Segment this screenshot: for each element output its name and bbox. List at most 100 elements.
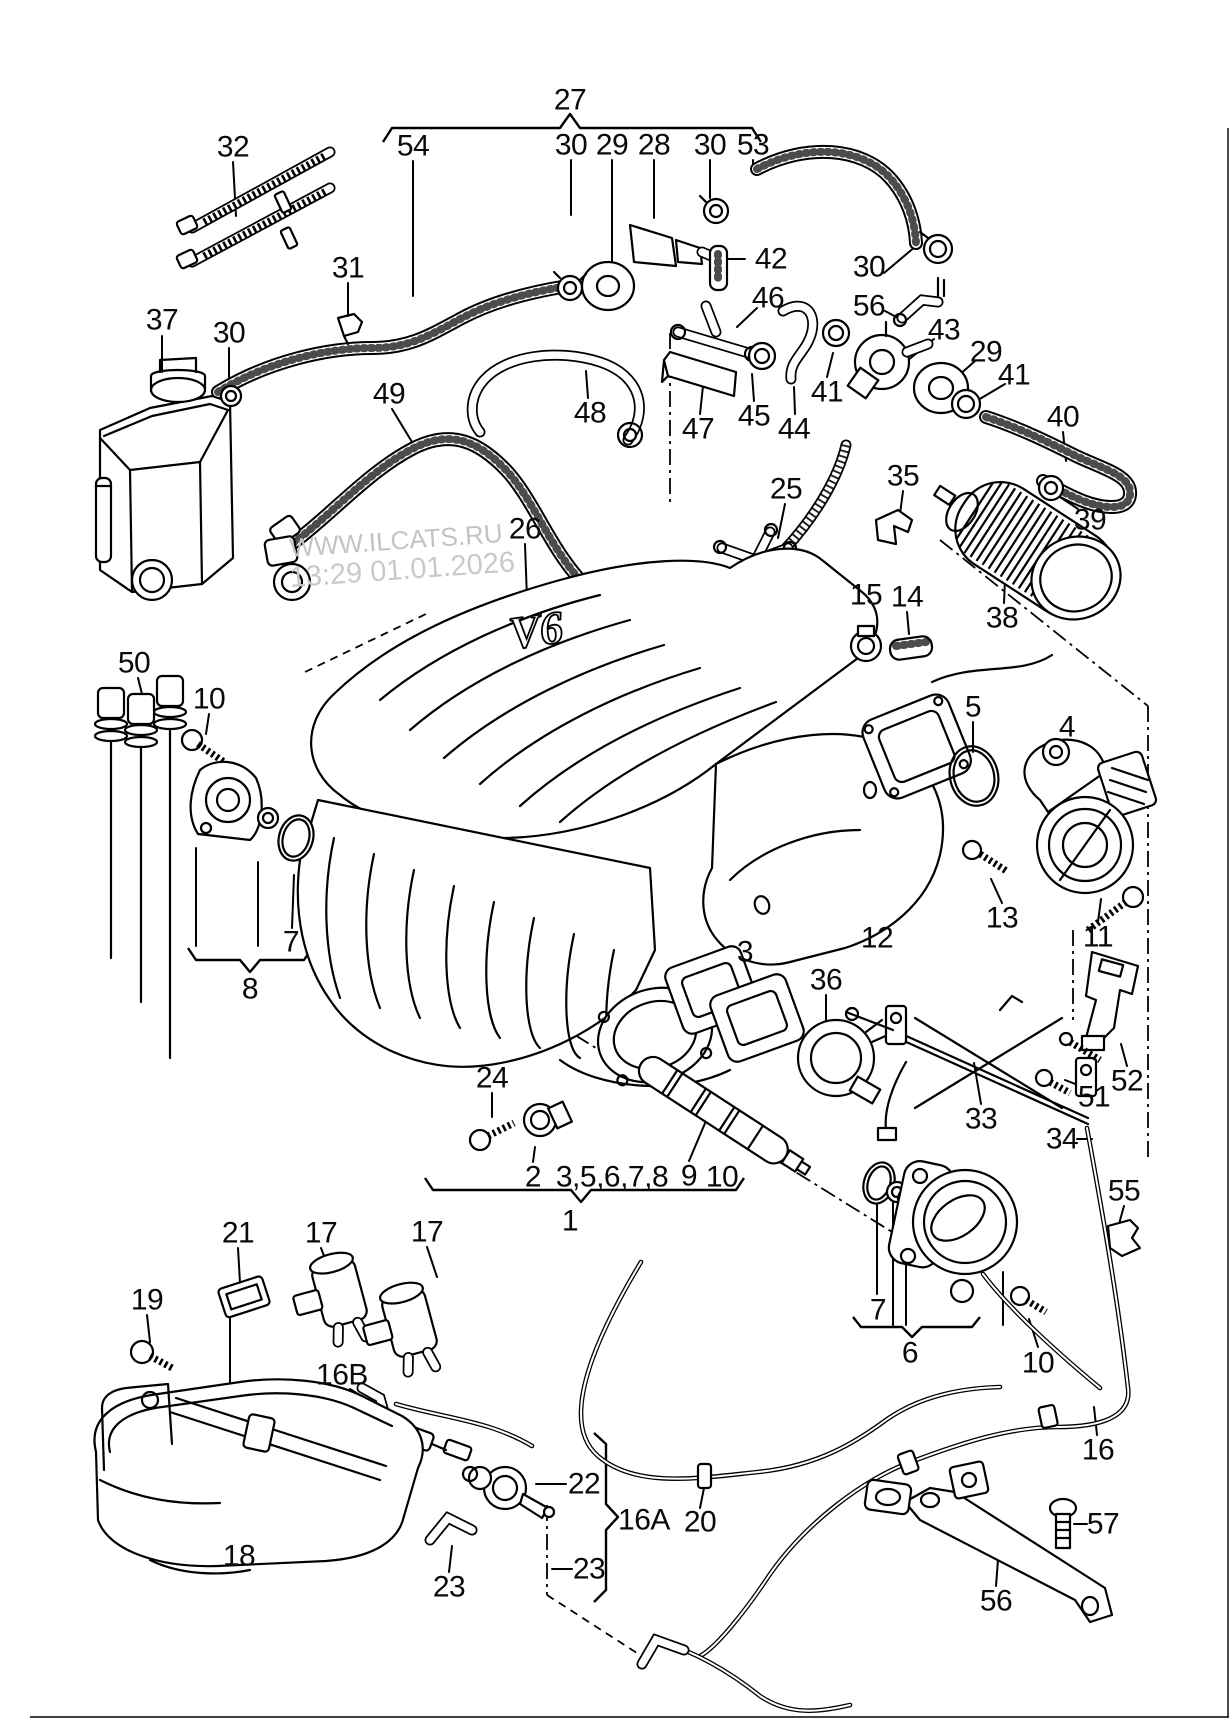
part-label-53: 53 [737, 129, 769, 162]
part-label-23: 23 [433, 1571, 465, 1604]
clamp-30-right [918, 230, 954, 265]
part-label-15: 15 [850, 579, 882, 612]
part-label-4: 4 [1059, 711, 1075, 744]
hose-tube-42 [708, 244, 729, 292]
part-label-25: 25 [770, 473, 802, 506]
part-label-48: 48 [574, 397, 606, 430]
part-label-56: 56 [980, 1585, 1012, 1618]
part-label-35678: 3,5,6,7,8 [556, 1161, 668, 1194]
part-label-34: 34 [1046, 1123, 1078, 1156]
engine-badge-v6: V6 [506, 601, 566, 659]
part-label-35: 35 [887, 460, 919, 493]
group-brackets [187, 112, 981, 1603]
part-label-44: 44 [778, 413, 810, 446]
throttle-body-4 [1023, 737, 1158, 895]
clip-55 [1106, 1218, 1142, 1258]
fuel-rail-9-10 [637, 1055, 812, 1176]
clamp-30-canister [219, 384, 243, 408]
part-label-56: 56 [853, 290, 885, 323]
hose-44 [777, 300, 819, 385]
bracket-47 [660, 350, 738, 398]
runner-rib [445, 884, 462, 1030]
part-label-49: 49 [373, 378, 405, 411]
runner-rib [405, 868, 422, 1020]
part-label-21: 21 [222, 1217, 254, 1250]
gaskets-3 [664, 945, 805, 1063]
stud-34 [1058, 1031, 1102, 1064]
cutoff-valve-group-8 [180, 728, 315, 862]
solenoid-valve-17-b [362, 1281, 442, 1378]
part-label-13: 13 [986, 902, 1018, 935]
cable-ties-32 [175, 146, 336, 270]
check-valve-22 [461, 1465, 556, 1520]
part-label-29: 29 [970, 336, 1002, 369]
seal-29-top [580, 260, 636, 312]
part-label-30: 30 [555, 129, 587, 162]
runner-rib [565, 932, 582, 1060]
part-label-16B: 16B [316, 1359, 368, 1392]
part-label-18: 18 [223, 1540, 255, 1573]
part-label-31: 31 [332, 252, 364, 285]
part-label-2: 2 [525, 1161, 541, 1194]
charcoal-canister-37 [94, 356, 235, 594]
manifold-flange-12 [702, 733, 945, 966]
part-label-54: 54 [397, 130, 429, 163]
valve-2 [522, 1100, 573, 1138]
part-label-19: 19 [131, 1284, 163, 1317]
screw-10-left [180, 728, 204, 752]
part-label-41: 41 [811, 376, 843, 409]
bolt-51 [1034, 1068, 1072, 1097]
part-label-22: 22 [568, 1468, 600, 1501]
air-duct-38 [933, 475, 1122, 625]
part-label-10: 10 [706, 1161, 738, 1194]
part-label-50: 50 [118, 647, 150, 680]
part-label-45: 45 [738, 400, 770, 433]
elbow-23 [424, 1511, 478, 1546]
bracket-33 [844, 994, 1098, 1142]
hose-40 [979, 410, 1137, 514]
throttle-gasket [861, 693, 972, 800]
part-label-5: 5 [965, 691, 981, 724]
part-label-17: 17 [411, 1216, 443, 1249]
guide-rod [930, 653, 1054, 684]
page-border [30, 128, 1229, 1718]
vacuum-pipe-16 [697, 1125, 1131, 1659]
sealing-caps-50 [93, 674, 188, 1060]
part-label-8: 8 [242, 973, 258, 1006]
part-label-24: 24 [476, 1062, 508, 1095]
screw-24 [468, 1119, 516, 1152]
clamp-30-a [552, 270, 588, 302]
bolt-13 [961, 839, 1010, 875]
part-label-33: 33 [965, 1103, 997, 1136]
valve-43 [846, 320, 934, 400]
t-fitting-46 [669, 300, 761, 363]
part-label-55: 55 [1108, 1175, 1140, 1208]
part-label-6: 6 [902, 1337, 918, 1370]
part-label-43: 43 [928, 314, 960, 347]
bolt-57 [1048, 1497, 1078, 1550]
clip-35 [874, 508, 914, 546]
check-valve-28 [628, 223, 722, 268]
vacuum-port [130, 558, 174, 602]
screw-10-right [1009, 1285, 1048, 1316]
part-label-52: 52 [1111, 1065, 1143, 1098]
part-label-46: 46 [752, 282, 784, 315]
solenoid-valve-17-a [292, 1251, 372, 1348]
hose-54 [211, 279, 575, 399]
part-label-32: 32 [217, 131, 249, 164]
bolt-11 [1085, 885, 1145, 933]
part-label-29: 29 [596, 129, 628, 162]
vacuum-valve-36 [796, 1018, 892, 1105]
part-label-20: 20 [684, 1506, 716, 1539]
part-label-42: 42 [755, 243, 787, 276]
part-label-16: 16 [1082, 1434, 1114, 1467]
part-label-30: 30 [853, 251, 885, 284]
clip-31 [336, 312, 364, 346]
runner-rib [525, 916, 542, 1050]
clamp-45 [747, 341, 777, 371]
clamp-39 [1037, 474, 1065, 502]
runner-rib [485, 900, 502, 1040]
corrugated-hose-25 [780, 439, 852, 554]
clamp-30-b [698, 194, 730, 225]
